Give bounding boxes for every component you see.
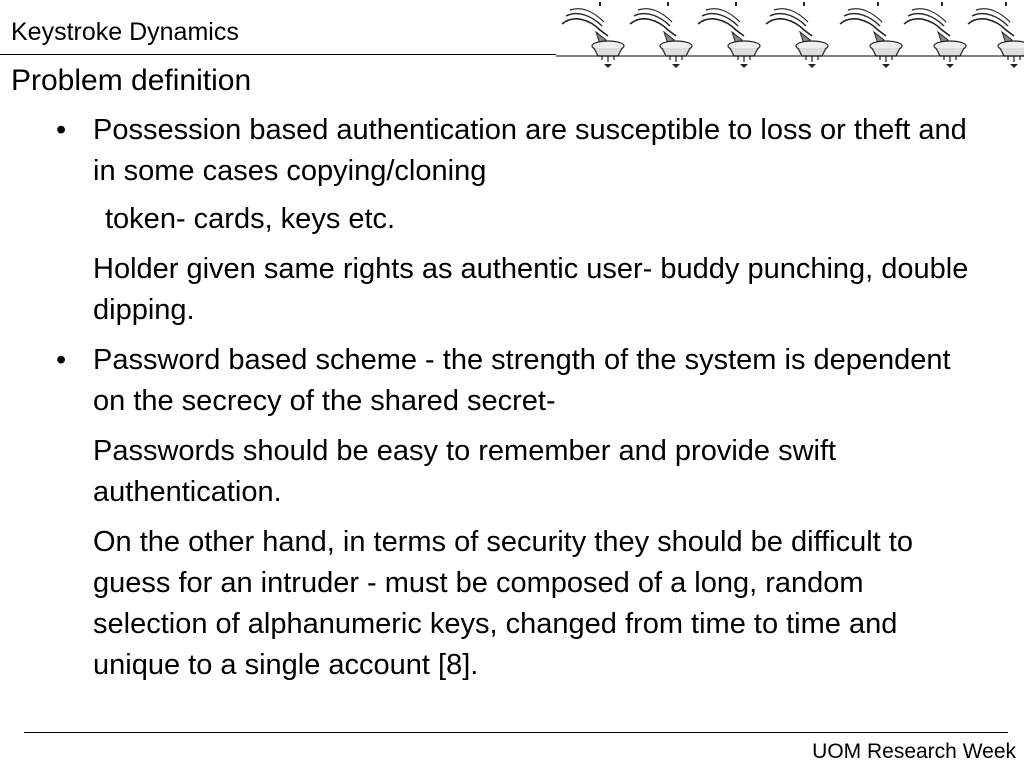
sub-paragraph: Passwords should be easy to remember and…: [93, 435, 837, 508]
bullet-text: Password based scheme - the strength of …: [93, 344, 951, 417]
bullet-item: • Password based scheme - the strength o…: [0, 340, 973, 422]
footer-label: UOM Research Week: [812, 740, 1016, 763]
bullet-text: Possession based authentication are susc…: [93, 114, 967, 187]
bullet-marker: •: [56, 114, 67, 146]
footer-divider: [24, 732, 1008, 733]
sub-paragraph: token- cards, keys etc.: [105, 203, 396, 235]
sub-paragraph: Holder given same rights as authentic us…: [93, 253, 969, 326]
sub-paragraph: On the other hand, in terms of security …: [93, 526, 913, 681]
typing-hands-icon: [556, 0, 1024, 72]
header-divider: [0, 54, 1024, 55]
section-heading: Problem definition: [11, 64, 252, 97]
slide-body: • Possession based authentication are su…: [0, 110, 1024, 686]
typing-hands-banner: [556, 1, 1024, 69]
bullet-item: • Possession based authentication are su…: [0, 110, 973, 192]
slide-header-title: Keystroke Dynamics: [11, 18, 239, 46]
bullet-marker: •: [56, 344, 67, 376]
